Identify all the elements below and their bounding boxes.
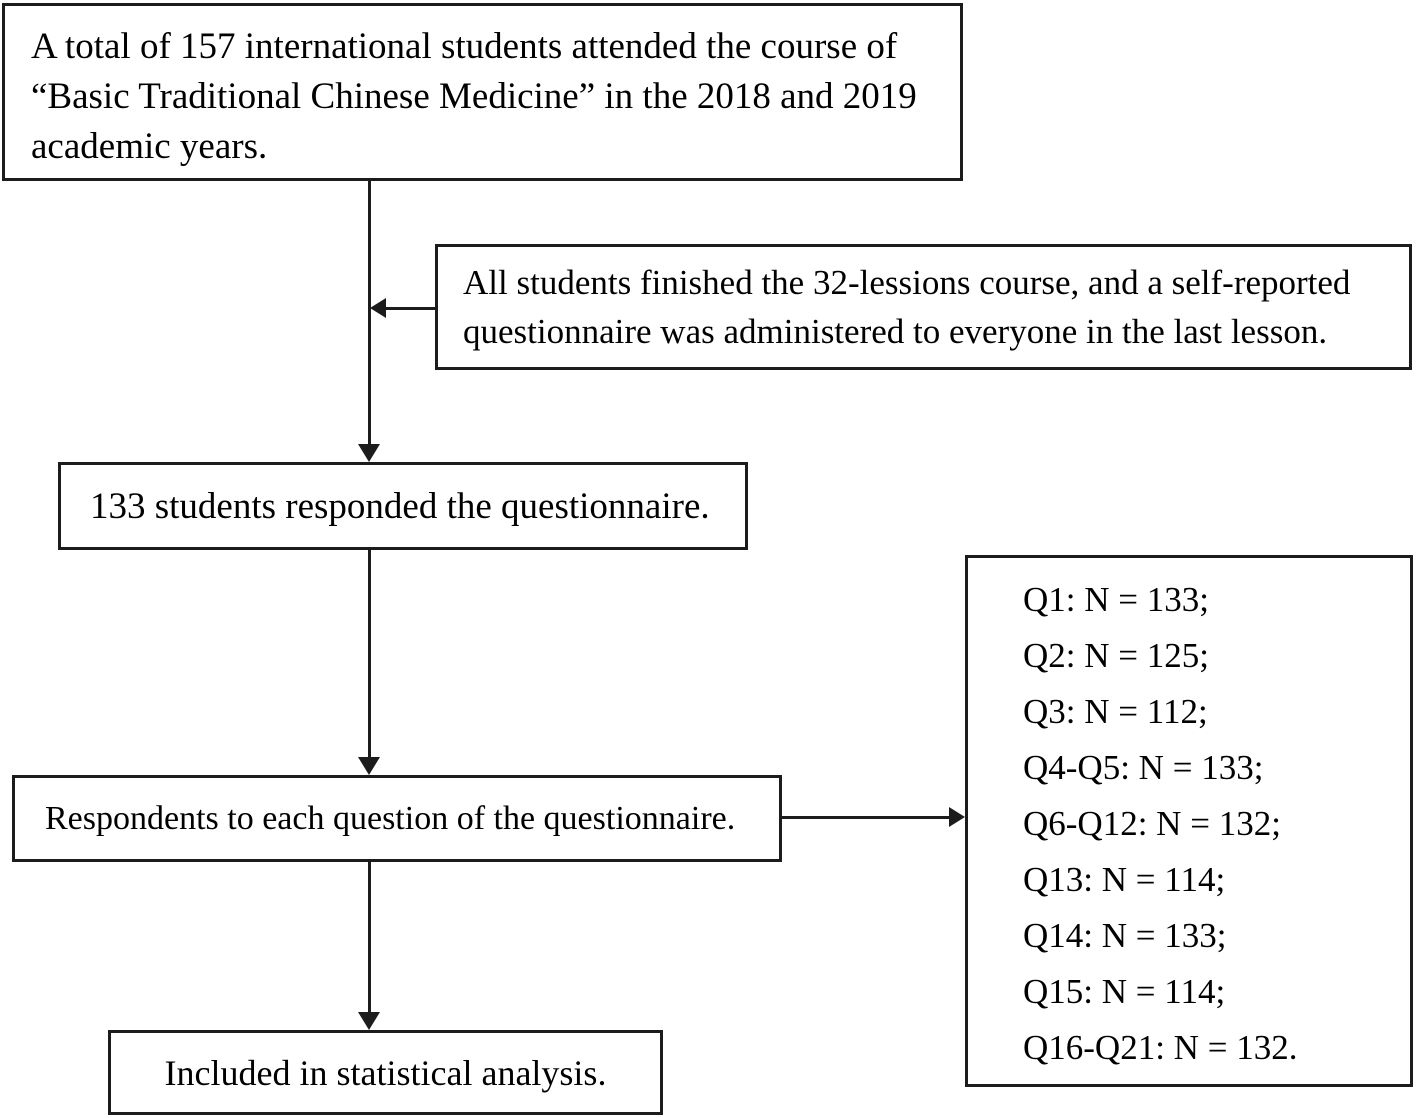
responded-text: 133 students responded the questionnaire… (90, 485, 710, 527)
question-count-line: Q15: N = 114; (1023, 972, 1226, 1011)
question-count-line: Q6-Q12: N = 132; (1023, 804, 1281, 843)
enrollment-text-line: “Basic Traditional Chinese Medicine” in … (31, 76, 917, 117)
analysis-text: Included in statistical analysis. (164, 1052, 607, 1093)
arrowhead-down-icon (358, 1012, 380, 1030)
course-completion-text-line: questionnaire was administered to everyo… (463, 312, 1328, 351)
arrowhead-down-icon (358, 757, 380, 775)
enrollment-box: A total of 157 international students at… (2, 3, 963, 181)
connector-line-enrollment-to-responded (368, 181, 371, 445)
statistical-analysis-box: Included in statistical analysis. (108, 1030, 663, 1115)
question-counts-box: Q1: N = 133; Q2: N = 125; Q3: N = 112; Q… (965, 555, 1413, 1087)
question-count-line: Q4-Q5: N = 133; (1023, 748, 1264, 787)
connector-line-completion-to-spine (386, 307, 435, 310)
question-count-line: Q13: N = 114; (1023, 860, 1226, 899)
question-count-line: Q16-Q21: N = 132. (1023, 1028, 1298, 1067)
responded-box: 133 students responded the questionnaire… (58, 462, 748, 550)
arrowhead-down-icon (358, 444, 380, 462)
connector-line-responded-to-per-question (368, 550, 371, 758)
per-question-respondents-box: Respondents to each question of the ques… (12, 775, 782, 862)
per-question-text: Respondents to each question of the ques… (45, 799, 736, 837)
enrollment-text-line: A total of 157 international students at… (31, 26, 898, 67)
course-completion-text-line: All students finished the 32-lessions co… (463, 263, 1351, 302)
question-count-line: Q14: N = 133; (1023, 916, 1227, 955)
connector-line-per-question-to-analysis (368, 862, 371, 1013)
arrowhead-left-icon (370, 298, 386, 318)
arrowhead-right-icon (949, 807, 965, 827)
enrollment-text-line: academic years. (31, 126, 268, 167)
course-completion-box: All students finished the 32-lessions co… (435, 244, 1412, 370)
question-count-line: Q2: N = 125; (1023, 636, 1209, 675)
connector-line-per-question-to-counts (782, 816, 949, 819)
question-count-line: Q3: N = 112; (1023, 692, 1208, 731)
question-count-line: Q1: N = 133; (1023, 580, 1209, 619)
